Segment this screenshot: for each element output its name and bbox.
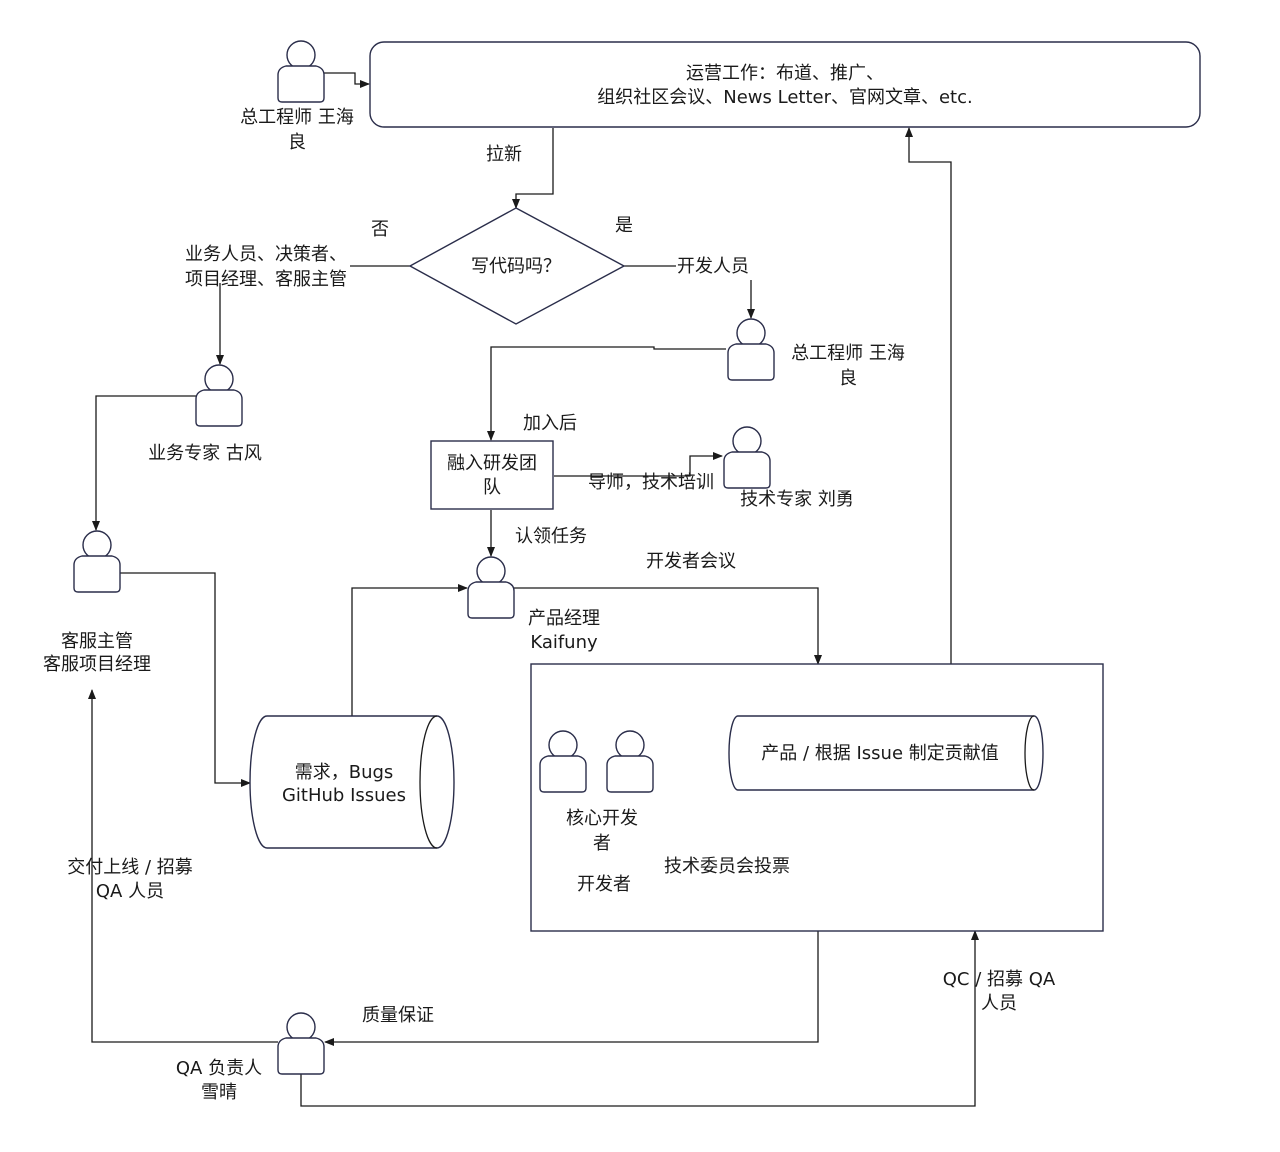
decision-no-label: 否 (371, 219, 389, 240)
ops-box-line1: 运营工作：布道、推广、 (686, 63, 884, 84)
label-deliver-line2: QA 人员 (96, 881, 164, 902)
label-qc-recruit-line2: 人员 (981, 993, 1017, 1014)
core-dev-line1: 核心开发 (566, 808, 638, 829)
label-deliver-line1: 交付上线 / 招募 (67, 857, 193, 878)
value-cylinder (728, 715, 1044, 791)
ops-box-line2: 组织社区会议、News Letter、官网文章、etc. (597, 87, 973, 108)
label-mentor: 导师，技术培训 (588, 472, 714, 493)
business-roles-line1: 业务人员、决策者、 (185, 244, 347, 265)
label-developer: 开发者 (577, 874, 631, 895)
person-icon-engineer-top (277, 40, 325, 103)
person-icon-product-manager (467, 556, 515, 619)
join-team-line2: 队 (483, 477, 501, 498)
edge-expert-to-cs (92, 395, 196, 531)
issues-db-line2: GitHub Issues (282, 785, 406, 806)
product-manager-name-line2: Kaifuny (530, 632, 598, 653)
qa-lead-name-line2: 雪晴 (201, 1082, 237, 1103)
edge-qa-to-cs (88, 689, 278, 1043)
edge-ops-to-decision (512, 128, 554, 209)
label-dev-meeting: 开发者会议 (646, 551, 736, 572)
cs-manager-name-line1: 客服主管 (61, 631, 133, 652)
product-manager-name-line1: 产品经理 (528, 608, 600, 629)
edge-qa-to-devbox (300, 930, 979, 1107)
person-icon-qa-lead (277, 1012, 325, 1075)
value-db-text: 产品 / 根据 Issue 制定贡献值 (761, 743, 999, 764)
edge-cs-to-issues (120, 572, 251, 787)
person-icon-core-dev-1 (539, 730, 587, 793)
developer-role-label: 开发人员 (677, 256, 749, 277)
business-roles-line2: 项目经理、客服主管 (185, 269, 347, 290)
edge-issues-to-pm (351, 584, 468, 716)
decision-text: 写代码吗？ (471, 256, 561, 277)
edge-devbox-to-qa (324, 931, 819, 1046)
dev-container-box (530, 663, 1104, 932)
chief-engineer-right-name-line2: 良 (839, 368, 857, 389)
chief-engineer-top-name-line2: 良 (288, 132, 306, 153)
issues-cylinder (249, 715, 455, 849)
core-dev-line2: 者 (593, 833, 611, 854)
edge-engineer-to-team (487, 346, 726, 441)
label-qa-assure: 质量保证 (362, 1005, 434, 1026)
label-tech-vote: 技术委员会投票 (664, 856, 790, 877)
issues-db-line1: 需求，Bugs (295, 762, 394, 783)
decision-diamond (408, 207, 626, 325)
person-icon-tech-expert (723, 426, 771, 489)
join-team-box (430, 440, 554, 510)
person-icon-business-expert (195, 364, 243, 427)
connectors (88, 72, 979, 1107)
ops-box (369, 41, 1201, 128)
edge-team-to-tech-expert (554, 452, 723, 477)
decision-yes-label: 是 (615, 215, 633, 236)
edge-devbox-to-ops (905, 127, 952, 664)
qa-lead-name-line1: QA 负责人 (176, 1058, 262, 1079)
cs-manager-name-line2: 客服项目经理 (43, 654, 151, 675)
person-icon-cs-manager (73, 530, 121, 593)
join-team-line1: 融入研发团 (447, 453, 537, 474)
chief-engineer-top-name-line1: 总工程师 王海 (240, 107, 354, 128)
label-after-join: 加入后 (523, 413, 577, 434)
person-icon-engineer-right (727, 318, 775, 381)
business-expert-name: 业务专家 古风 (148, 443, 262, 464)
person-icon-core-dev-2 (606, 730, 654, 793)
label-claim-task: 认领任务 (515, 526, 587, 547)
label-qc-recruit-line1: QC / 招募 QA (943, 969, 1056, 990)
edge-pm-to-devbox (514, 587, 822, 665)
label-recruit: 拉新 (486, 144, 522, 165)
chief-engineer-right-name-line1: 总工程师 王海 (791, 343, 905, 364)
tech-expert-name: 技术专家 刘勇 (740, 489, 854, 510)
edge-engineer-to-ops (323, 72, 370, 88)
